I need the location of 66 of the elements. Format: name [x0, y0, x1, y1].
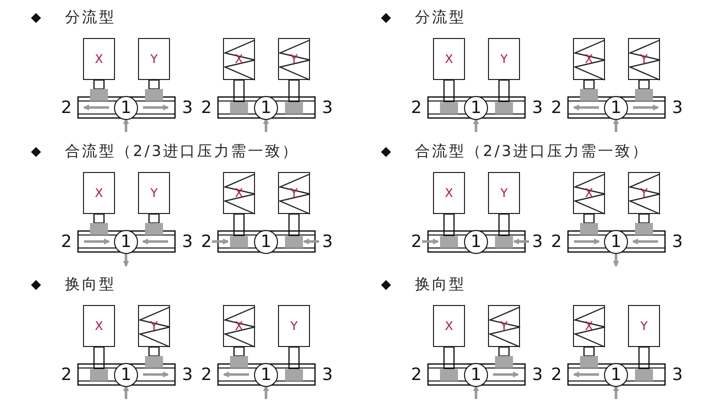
port-number: 3: [672, 98, 683, 118]
solenoid-coil: Y: [488, 38, 520, 80]
port-number: 3: [532, 365, 543, 385]
port-number: 2: [411, 98, 422, 118]
port-number: 3: [182, 98, 193, 118]
solenoid-coil: X: [83, 172, 115, 214]
port-number: 2: [201, 98, 212, 118]
port-number: 2: [551, 232, 562, 252]
solenoid-coil: Y: [278, 305, 310, 347]
port-number: 3: [532, 232, 543, 252]
energized-solenoid-coil: X: [573, 305, 605, 347]
solenoid-coil: X: [433, 172, 465, 214]
port-number: 2: [61, 232, 72, 252]
port-circle: 1: [604, 363, 628, 387]
port-number: 3: [182, 232, 193, 252]
port-circle: 1: [254, 96, 278, 120]
port-circle: 1: [464, 96, 488, 120]
port-number: 3: [322, 365, 333, 385]
port-circle: 1: [464, 230, 488, 254]
port-number: 2: [201, 365, 212, 385]
solenoid-coil: X: [83, 305, 115, 347]
port-circle: 1: [604, 230, 628, 254]
port-number: 2: [551, 365, 562, 385]
energized-solenoid-coil: X: [573, 38, 605, 80]
energized-solenoid-coil: X: [223, 172, 255, 214]
port-number: 3: [532, 98, 543, 118]
energized-solenoid-coil: X: [223, 305, 255, 347]
energized-solenoid-coil: X: [573, 172, 605, 214]
port-number: 3: [672, 365, 683, 385]
solenoid-coil: Y: [628, 305, 660, 347]
section-heading: 换向型: [65, 275, 116, 294]
port-circle: 1: [604, 96, 628, 120]
port-number: 3: [322, 232, 333, 252]
solenoid-coil: Y: [488, 172, 520, 214]
energized-solenoid-coil: Y: [488, 305, 520, 347]
port-circle: 1: [254, 363, 278, 387]
port-number: 3: [672, 232, 683, 252]
port-circle: 1: [114, 363, 138, 387]
energized-solenoid-coil: Y: [278, 38, 310, 80]
solenoid-coil: X: [433, 305, 465, 347]
energized-solenoid-coil: Y: [628, 172, 660, 214]
port-number: 2: [61, 98, 72, 118]
energized-solenoid-coil: X: [223, 38, 255, 80]
port-number: 3: [322, 98, 333, 118]
solenoid-coil: X: [433, 38, 465, 80]
solenoid-coil: Y: [138, 172, 170, 214]
port-number: 2: [411, 365, 422, 385]
section-heading: 分流型: [65, 8, 116, 27]
solenoid-coil: X: [83, 38, 115, 80]
solenoid-coil: Y: [138, 38, 170, 80]
section-heading: 合流型（2/3进口压力需一致）: [415, 142, 650, 161]
port-number: 2: [201, 232, 212, 252]
port-number: 2: [551, 98, 562, 118]
energized-solenoid-coil: Y: [278, 172, 310, 214]
port-circle: 1: [254, 230, 278, 254]
port-number: 2: [61, 365, 72, 385]
port-number: 2: [411, 232, 422, 252]
section-heading: 合流型（2/3进口压力需一致）: [65, 142, 300, 161]
energized-solenoid-coil: Y: [628, 38, 660, 80]
port-circle: 1: [114, 96, 138, 120]
port-circle: 1: [464, 363, 488, 387]
energized-solenoid-coil: Y: [138, 305, 170, 347]
section-heading: 换向型: [415, 275, 466, 294]
port-circle: 1: [114, 230, 138, 254]
port-number: 3: [182, 365, 193, 385]
section-heading: 分流型: [415, 8, 466, 27]
